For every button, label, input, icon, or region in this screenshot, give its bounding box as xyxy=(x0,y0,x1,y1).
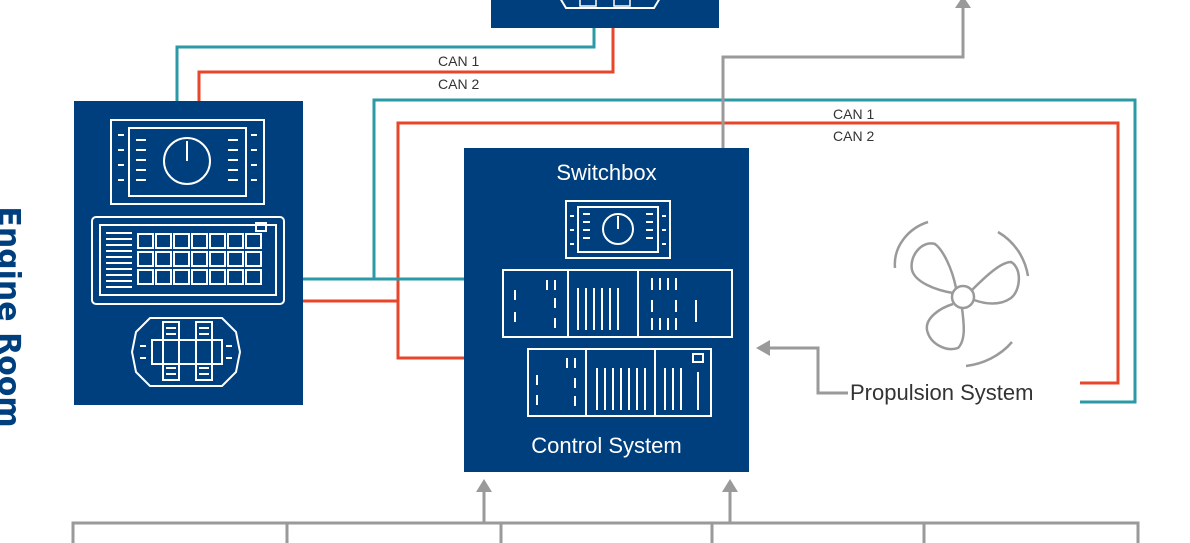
arrowheads xyxy=(476,0,971,492)
arrow-up-topright xyxy=(955,0,971,8)
switchbox xyxy=(464,148,749,472)
top-can2-label: CAN 2 xyxy=(438,76,480,92)
arrow-left-propulsion xyxy=(756,340,770,356)
arrow-up-bottom-2 xyxy=(722,479,738,492)
propulsion-system-label: Propulsion System xyxy=(848,380,1036,406)
io-module-lower-icon xyxy=(527,348,712,417)
switchbox-title: Switchbox xyxy=(556,160,657,185)
can1-line-top xyxy=(175,24,596,102)
bridge-console xyxy=(74,101,303,405)
can2-loop xyxy=(396,121,1120,385)
right-can2-label: CAN 2 xyxy=(833,128,875,144)
control-system-label: Control System xyxy=(531,433,682,458)
propulsion-arrow-line xyxy=(770,346,850,395)
right-can1-label: CAN 1 xyxy=(833,106,875,122)
control-lever-icon xyxy=(130,317,242,387)
top-can1-label: CAN 1 xyxy=(438,53,480,69)
bottom-bus xyxy=(71,521,1140,543)
keypad-icon xyxy=(91,216,285,305)
io-module-upper-icon xyxy=(502,269,733,338)
monitor-icon xyxy=(110,119,265,205)
engine-room-label: Engine Room xyxy=(0,206,26,428)
connection-lines xyxy=(71,8,1140,543)
can2-line-top xyxy=(197,24,615,102)
arrow-up-bottom-1 xyxy=(476,479,492,492)
switchbox-display-icon xyxy=(565,200,671,259)
top-panel xyxy=(491,0,719,28)
propeller-icon xyxy=(893,220,1030,368)
can1-line-right xyxy=(302,98,1137,404)
